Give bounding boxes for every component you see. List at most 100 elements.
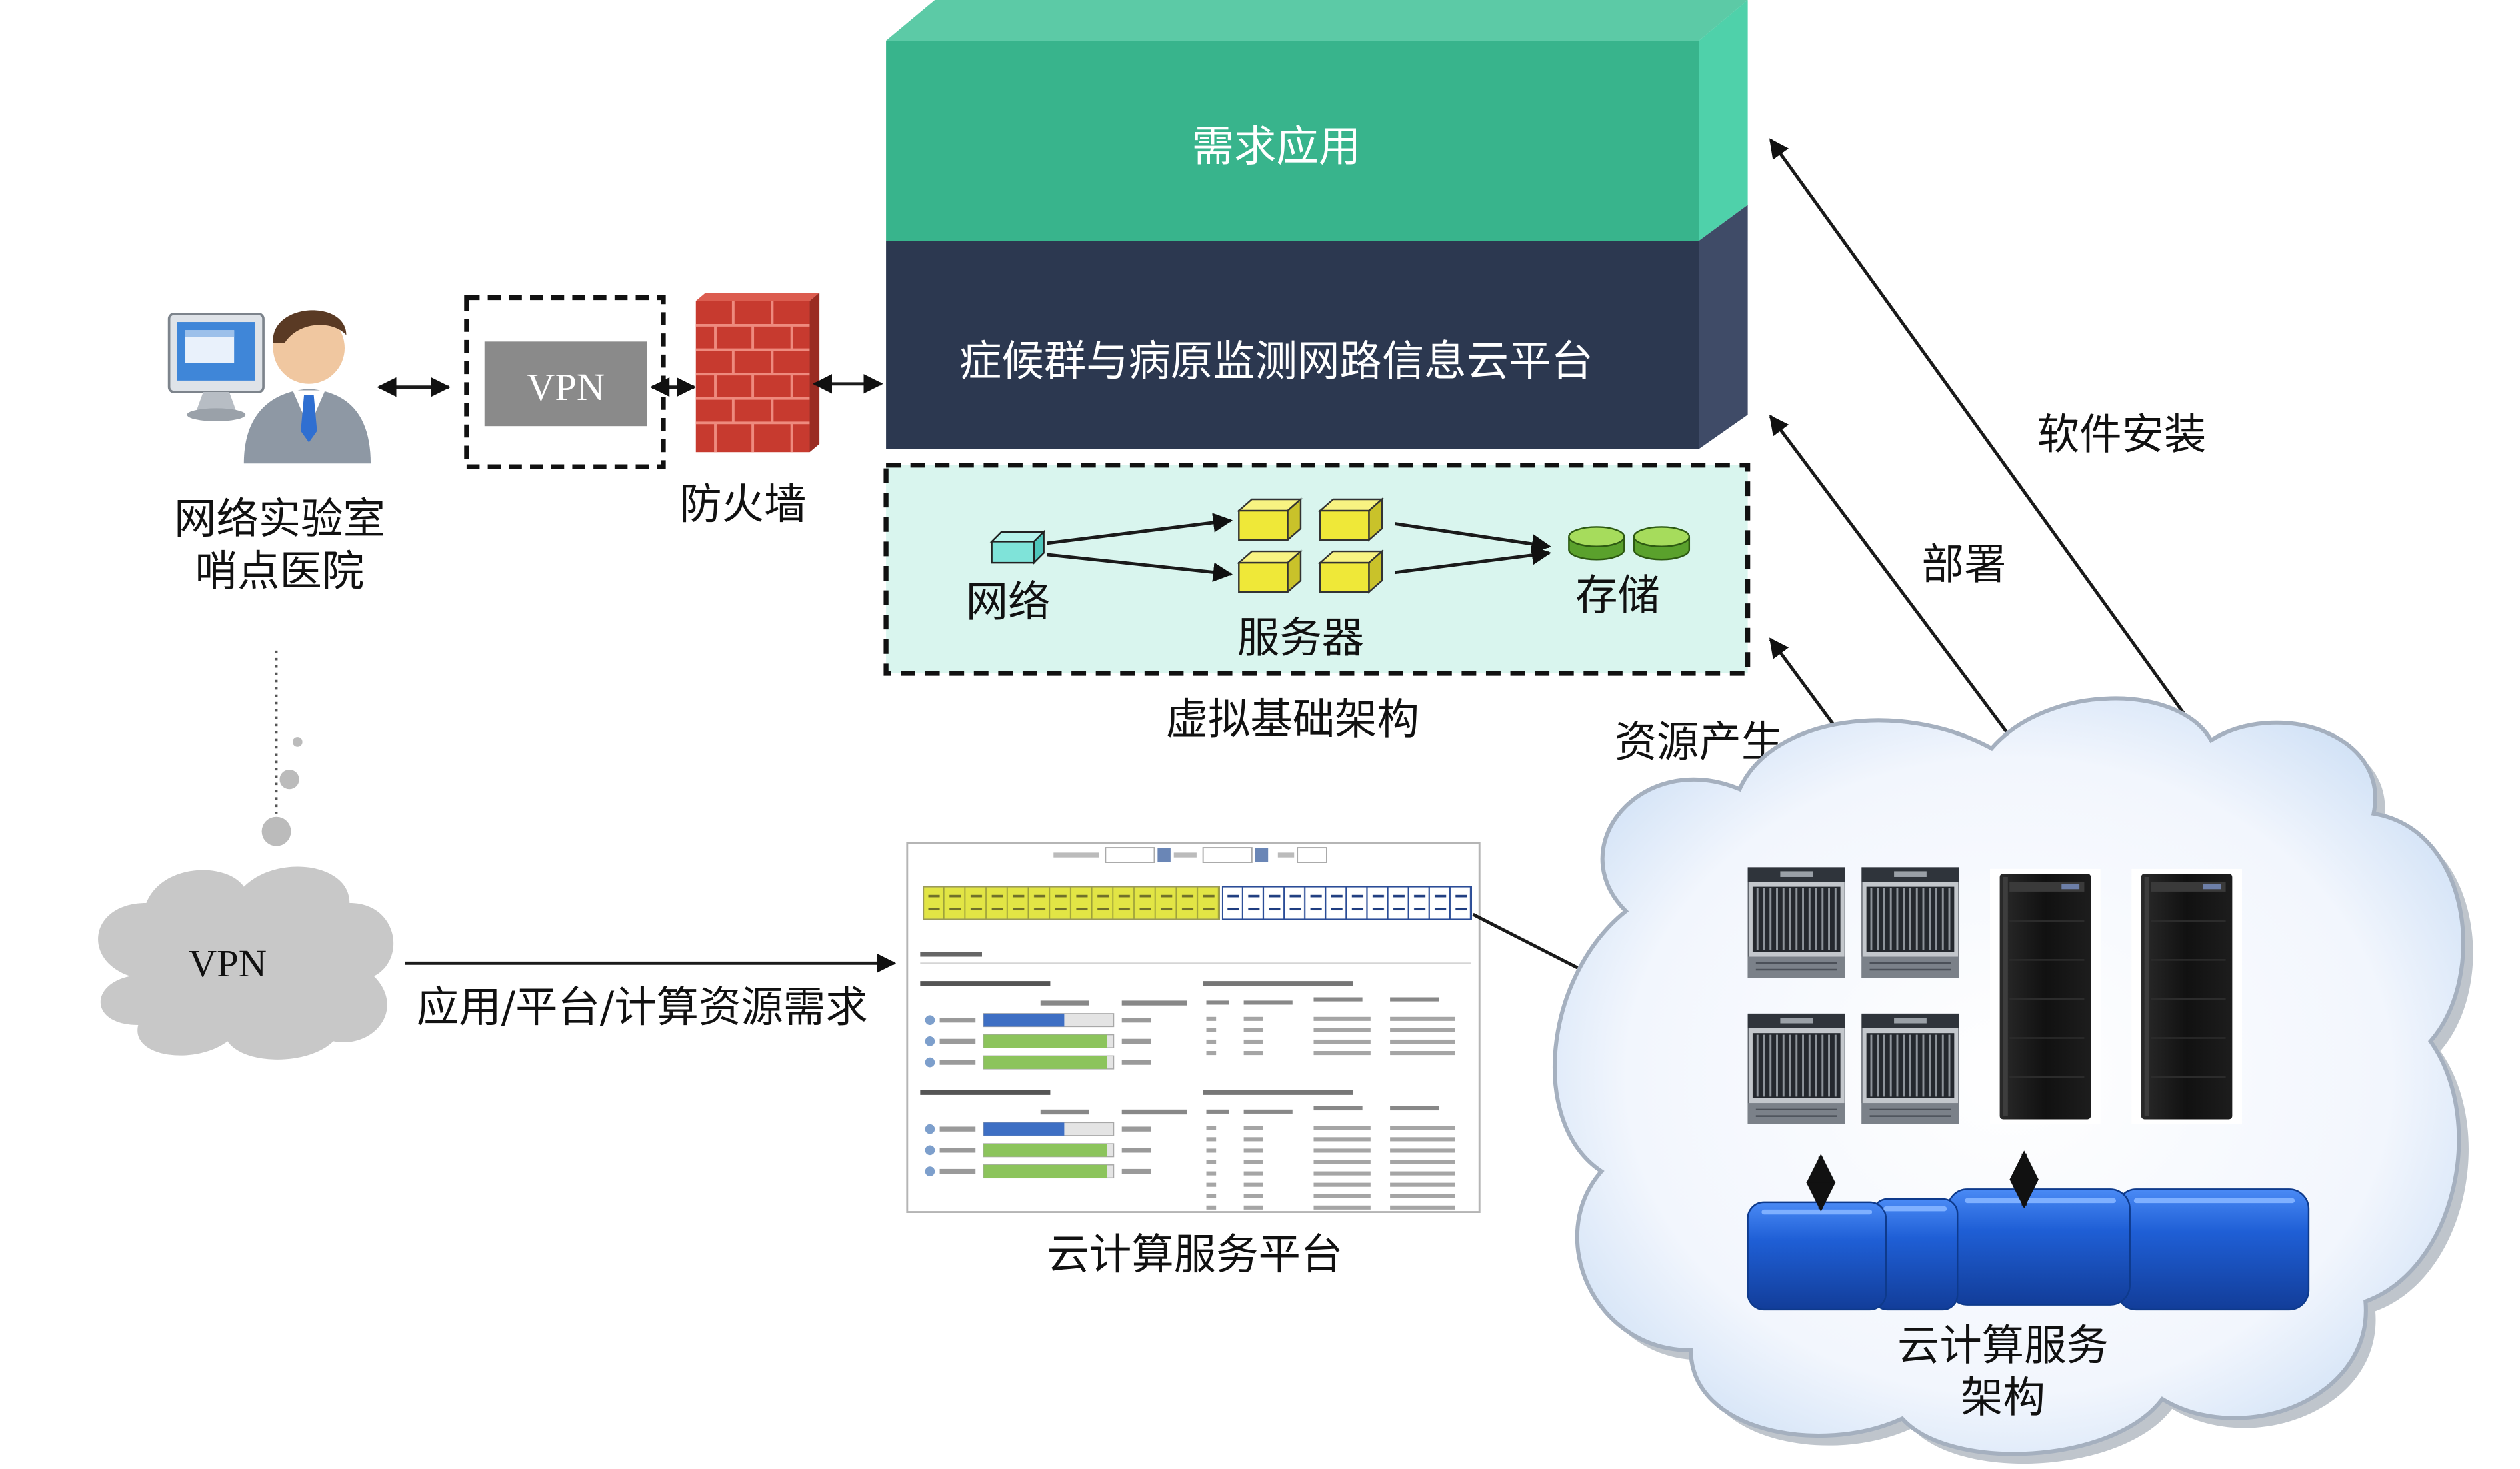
cloud-architecture: 云计算服务 架构 bbox=[1552, 696, 2473, 1464]
usage-bar-fill bbox=[983, 1013, 1065, 1027]
virtual-infra-box: 网络 服务器 存储 bbox=[883, 463, 1751, 676]
blade-server-chassis bbox=[1747, 867, 1845, 978]
platform-layer-block: 症候群与病原监测网路信息云平台 bbox=[886, 205, 1748, 449]
calendar-icon bbox=[1255, 848, 1269, 863]
blade-server-chassis bbox=[1747, 1013, 1845, 1124]
platform-layer-label: 症候群与病原监测网路信息云平台 bbox=[959, 337, 1593, 386]
resource-label-placeholder bbox=[939, 1038, 976, 1044]
bubble-dot-large bbox=[261, 816, 291, 846]
table-cell-placeholder bbox=[1243, 1171, 1263, 1176]
table-cell-placeholder bbox=[1243, 1028, 1263, 1032]
table-cell-placeholder bbox=[1313, 1160, 1371, 1164]
table-cell-placeholder bbox=[1206, 1171, 1217, 1176]
table-cell-placeholder bbox=[1390, 1148, 1455, 1153]
start-date-field bbox=[1105, 847, 1155, 863]
usage-bar-fill bbox=[983, 1164, 1107, 1178]
table-cell-placeholder bbox=[1206, 1194, 1217, 1198]
table-cell-placeholder bbox=[1390, 1194, 1455, 1198]
resource-icon bbox=[925, 1166, 935, 1176]
deploy-arrow bbox=[1769, 415, 2015, 742]
storage-block bbox=[1747, 1201, 1887, 1311]
table-cell-placeholder bbox=[1390, 1160, 1455, 1164]
table-cell-placeholder bbox=[1243, 1051, 1263, 1056]
blade-server-chassis bbox=[1861, 867, 1959, 978]
cylinder-top bbox=[1568, 526, 1625, 547]
table-header-placeholder bbox=[1243, 1109, 1293, 1114]
panel-heading-placeholder bbox=[920, 952, 982, 957]
table-cell-placeholder bbox=[1390, 1126, 1455, 1130]
client-label-line1: 网络实验室 bbox=[174, 494, 385, 543]
app-layer-front-face bbox=[886, 40, 1699, 241]
usage-value-placeholder bbox=[1121, 1060, 1151, 1065]
app-layer-block: 需求应用 bbox=[886, 0, 1748, 241]
calendar-strip-free bbox=[1221, 886, 1473, 920]
server-to-storage-arrow bbox=[1395, 522, 1551, 554]
table-cell-placeholder bbox=[1390, 1205, 1455, 1210]
resource-icon bbox=[925, 1145, 935, 1156]
table-cell-placeholder bbox=[1313, 1182, 1371, 1187]
table-cell-placeholder bbox=[1243, 1016, 1263, 1021]
column-header-placeholder bbox=[1121, 1109, 1187, 1115]
server-cube-icon bbox=[1317, 497, 1385, 542]
monitor-stand bbox=[197, 391, 236, 410]
platform-layer-front-face bbox=[886, 241, 1699, 449]
resource-generate-label: 资源产生 bbox=[1615, 717, 1784, 766]
table-cell-placeholder bbox=[1390, 1051, 1455, 1056]
table-header-placeholder bbox=[1390, 1106, 1439, 1111]
virtual-infra-frame bbox=[883, 463, 1751, 676]
table-cell-placeholder bbox=[1206, 1126, 1217, 1130]
server-rack bbox=[1989, 868, 2101, 1124]
firewall-mortar bbox=[695, 301, 810, 453]
blade-server-chassis bbox=[1861, 1013, 1959, 1124]
cube-front bbox=[1319, 561, 1370, 593]
cloud-platform-label: 云计算服务平台 bbox=[1047, 1230, 1343, 1279]
column-header-placeholder bbox=[1040, 1000, 1089, 1006]
person-tie bbox=[301, 395, 317, 443]
table-header-placeholder bbox=[1206, 1000, 1229, 1005]
platform-layer-side-face bbox=[1699, 205, 1748, 449]
server-cube-icon bbox=[1237, 549, 1303, 594]
filter-label-placeholder bbox=[1053, 852, 1099, 858]
table-cell-placeholder bbox=[1313, 1028, 1371, 1032]
server-label: 服务器 bbox=[1237, 613, 1364, 662]
software-install-arrow bbox=[1769, 138, 2197, 730]
resource-icon bbox=[925, 1124, 935, 1134]
table-cell-placeholder bbox=[1243, 1039, 1263, 1044]
table-title-placeholder bbox=[1203, 981, 1353, 986]
network-to-server-arrow bbox=[1047, 553, 1233, 582]
usage-value-placeholder bbox=[1121, 1148, 1151, 1153]
firewall-icon bbox=[695, 293, 820, 453]
table-cell-placeholder bbox=[1313, 1148, 1371, 1153]
table-cell-placeholder bbox=[1206, 1016, 1217, 1021]
resource-label-placeholder bbox=[939, 1126, 976, 1132]
storage-block bbox=[1947, 1188, 2131, 1306]
monitor-base bbox=[187, 408, 246, 421]
table-cell-placeholder bbox=[1243, 1126, 1263, 1130]
client-label-line2: 哨点医院 bbox=[195, 546, 365, 595]
storage-block bbox=[2115, 1188, 2310, 1311]
table-cell-placeholder bbox=[1313, 1137, 1371, 1142]
cylinder-top bbox=[1633, 526, 1691, 547]
server-rack bbox=[2131, 868, 2242, 1124]
column-header-placeholder bbox=[1040, 1109, 1089, 1115]
table-cell-placeholder bbox=[1206, 1182, 1217, 1187]
cube-front bbox=[1319, 509, 1370, 541]
storage-cylinders bbox=[1568, 526, 1691, 561]
cube-front bbox=[1238, 509, 1289, 541]
server-cube-icon bbox=[1237, 497, 1303, 542]
usage-value-placeholder bbox=[1121, 1126, 1151, 1132]
cloud-architecture-label-line2: 架构 bbox=[1961, 1373, 2045, 1422]
table-cell-placeholder bbox=[1243, 1137, 1263, 1142]
table-cell-placeholder bbox=[1206, 1205, 1217, 1210]
filter-label-placeholder bbox=[1173, 852, 1197, 858]
column-header-placeholder bbox=[1121, 1000, 1187, 1006]
firewall-label: 防火墙 bbox=[679, 479, 806, 529]
table-cell-placeholder bbox=[1243, 1160, 1263, 1164]
table-cell-placeholder bbox=[1390, 1182, 1455, 1187]
cloud-architecture-label-line1: 云计算服务 bbox=[1897, 1321, 2109, 1370]
network-label: 网络 bbox=[966, 577, 1051, 627]
monitor-window-bar bbox=[185, 330, 235, 337]
network-icon-front bbox=[991, 541, 1035, 564]
bubble-dot-medium bbox=[279, 769, 299, 790]
table-cell-placeholder bbox=[1206, 1160, 1217, 1164]
